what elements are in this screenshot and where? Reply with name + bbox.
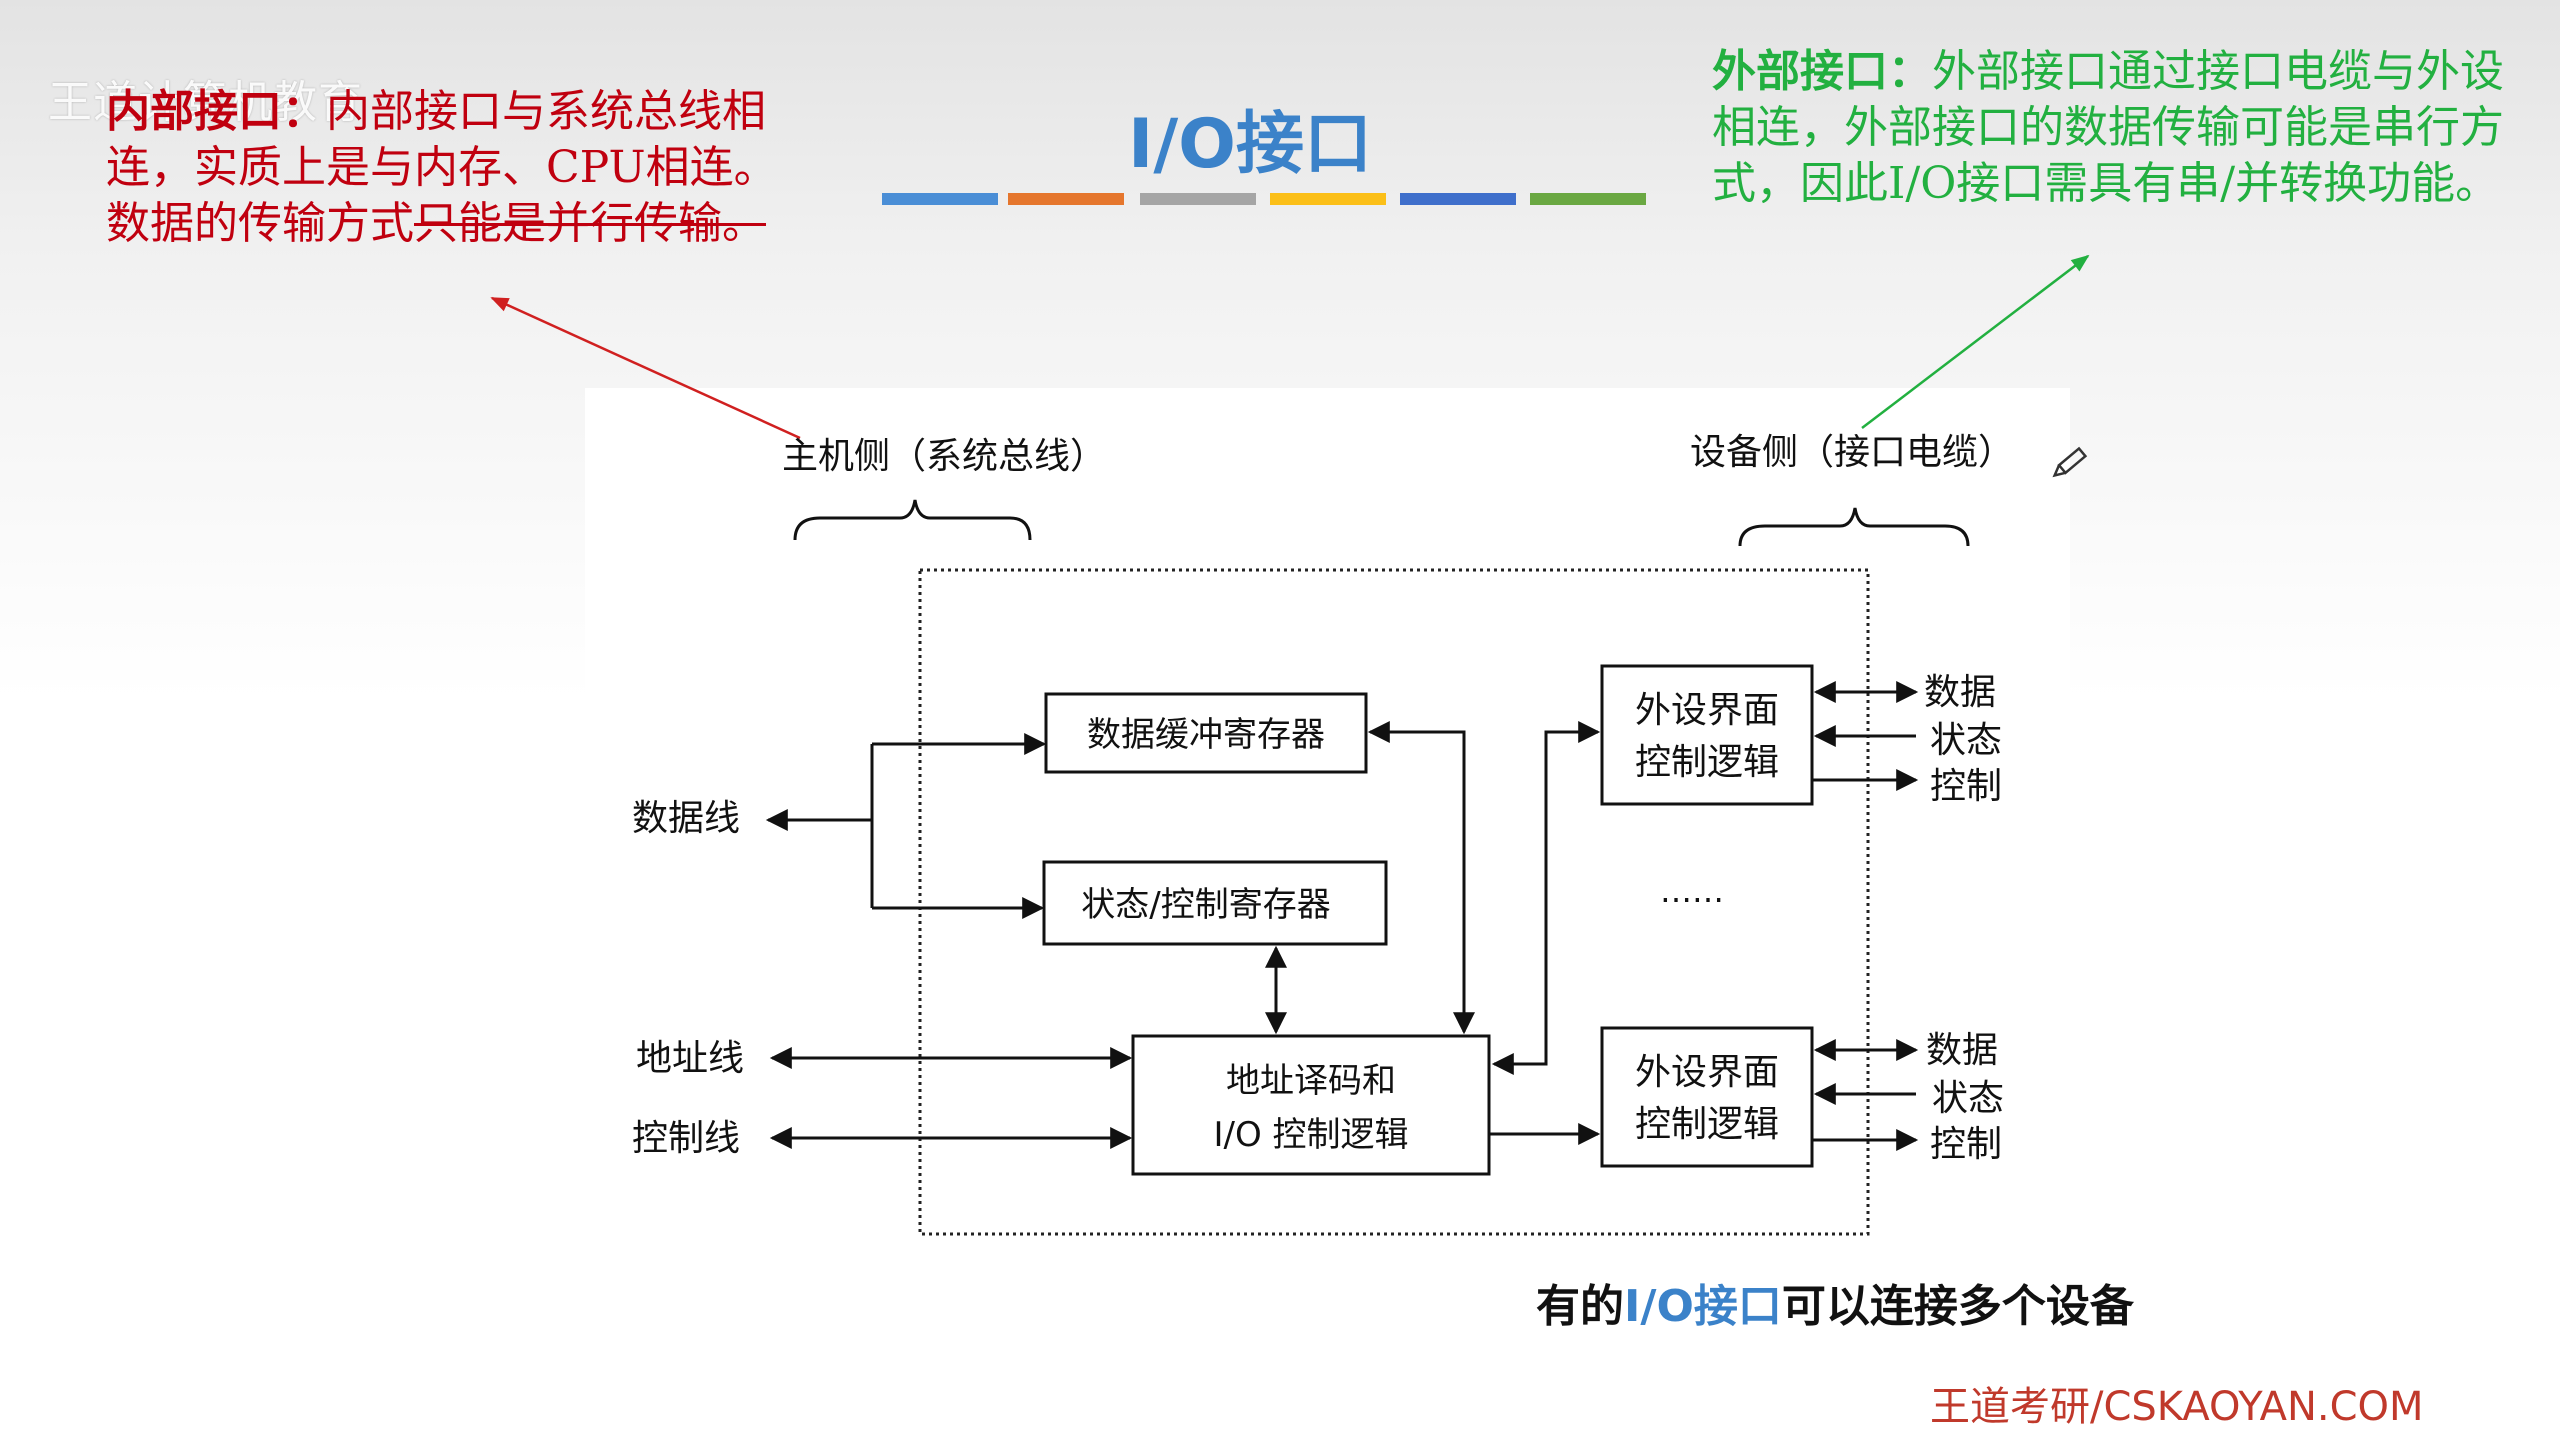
top-data-signal-label: 数据 xyxy=(1924,672,1996,713)
color-bar-segment xyxy=(882,193,998,205)
status-control-register-box xyxy=(1042,860,1388,946)
page-title: I/O接口 xyxy=(1128,105,1372,184)
color-bar-segment xyxy=(1530,193,1646,205)
multi-device-caption: 有的I/O接口可以连接多个设备 xyxy=(1536,1270,2134,1334)
external-note-label: 外部接口： xyxy=(1712,46,1932,97)
device-side-brace xyxy=(1738,507,1970,547)
external-note-text: 外部接口通过接口电缆与外设相连，外部接口的数据传输可能是串行方式，因此I/O接口… xyxy=(1712,46,2504,209)
data-buffer-register-label: 数据缓冲寄存器 xyxy=(1087,715,1325,755)
address-decode-label-line2: I/O 控制逻辑 xyxy=(1213,1115,1408,1155)
peripheral-bottom-label-line2: 控制逻辑 xyxy=(1635,1104,1779,1145)
bottom-data-signal-label: 数据 xyxy=(1926,1030,1998,1071)
bottom-status-signal-label: 状态 xyxy=(1932,1078,2004,1119)
peripheral-top-label-line1: 外设界面 xyxy=(1635,690,1779,731)
peripheral-bottom-label-line1: 外设界面 xyxy=(1635,1052,1779,1093)
internal-note-text: 内部接口与系统总线相连，实质上是与内存、CPU相连。数据的传输方式 xyxy=(106,86,778,249)
status-control-register-label: 状态/控制寄存器 xyxy=(1081,885,1330,925)
control-bus-label: 控制线 xyxy=(632,1118,740,1159)
external-interface-note: 外部接口：外部接口通过接口电缆与外设相连，外部接口的数据传输可能是串行方式，因此… xyxy=(1712,44,2532,212)
data-bus-label: 数据线 xyxy=(632,798,740,839)
caption-prefix: 有的 xyxy=(1536,1281,1624,1332)
caption-highlight: I/O接口 xyxy=(1624,1281,1782,1332)
peripheral-control-logic-box-bottom xyxy=(1600,1026,1814,1168)
interface-boundary xyxy=(918,568,1870,1236)
address-bus-label: 地址线 xyxy=(636,1038,744,1079)
data-buffer-register-box xyxy=(1044,692,1368,774)
top-status-signal-label: 状态 xyxy=(1930,720,2002,761)
bottom-control-signal-label: 控制 xyxy=(1930,1124,2002,1165)
host-side-label: 主机侧（系统总线） xyxy=(782,436,1106,477)
top-control-signal-label: 控制 xyxy=(1930,766,2002,807)
internal-note-struck-text: 只能是并行传输。 xyxy=(414,198,766,249)
internal-interface-note: 内部接口：内部接口与系统总线相连，实质上是与内存、CPU相连。数据的传输方式只能… xyxy=(106,84,806,252)
color-bar-segment xyxy=(1270,193,1386,205)
ellipsis-more-devices: …… xyxy=(1660,872,1724,910)
color-bar-segment xyxy=(1008,193,1124,205)
footer-brand: 王道考研/CSKAOYAN.COM xyxy=(1930,1384,2424,1430)
color-bar-segment xyxy=(1400,193,1516,205)
peripheral-top-label-line2: 控制逻辑 xyxy=(1635,742,1779,783)
pencil-icon xyxy=(2052,446,2088,478)
internal-note-pointer-arrow xyxy=(490,296,801,440)
address-decode-control-logic-box xyxy=(1131,1034,1491,1176)
internal-note-label: 内部接口： xyxy=(106,86,326,137)
watermark: 王道计算机教育 xyxy=(48,77,363,128)
external-note-pointer-arrow xyxy=(1861,254,2090,429)
decode-to-top-peripheral-arrow xyxy=(1491,721,1601,1075)
peripheral-control-logic-box-top xyxy=(1600,664,1814,806)
host-side-brace xyxy=(793,499,1032,541)
device-side-label: 设备侧（接口电缆） xyxy=(1690,432,2014,473)
caption-suffix: 可以连接多个设备 xyxy=(1781,1281,2134,1332)
color-bar-segment xyxy=(1140,193,1256,205)
buffer-decode-arrow xyxy=(1367,721,1475,1035)
address-decode-label-line1: 地址译码和 xyxy=(1226,1061,1396,1101)
